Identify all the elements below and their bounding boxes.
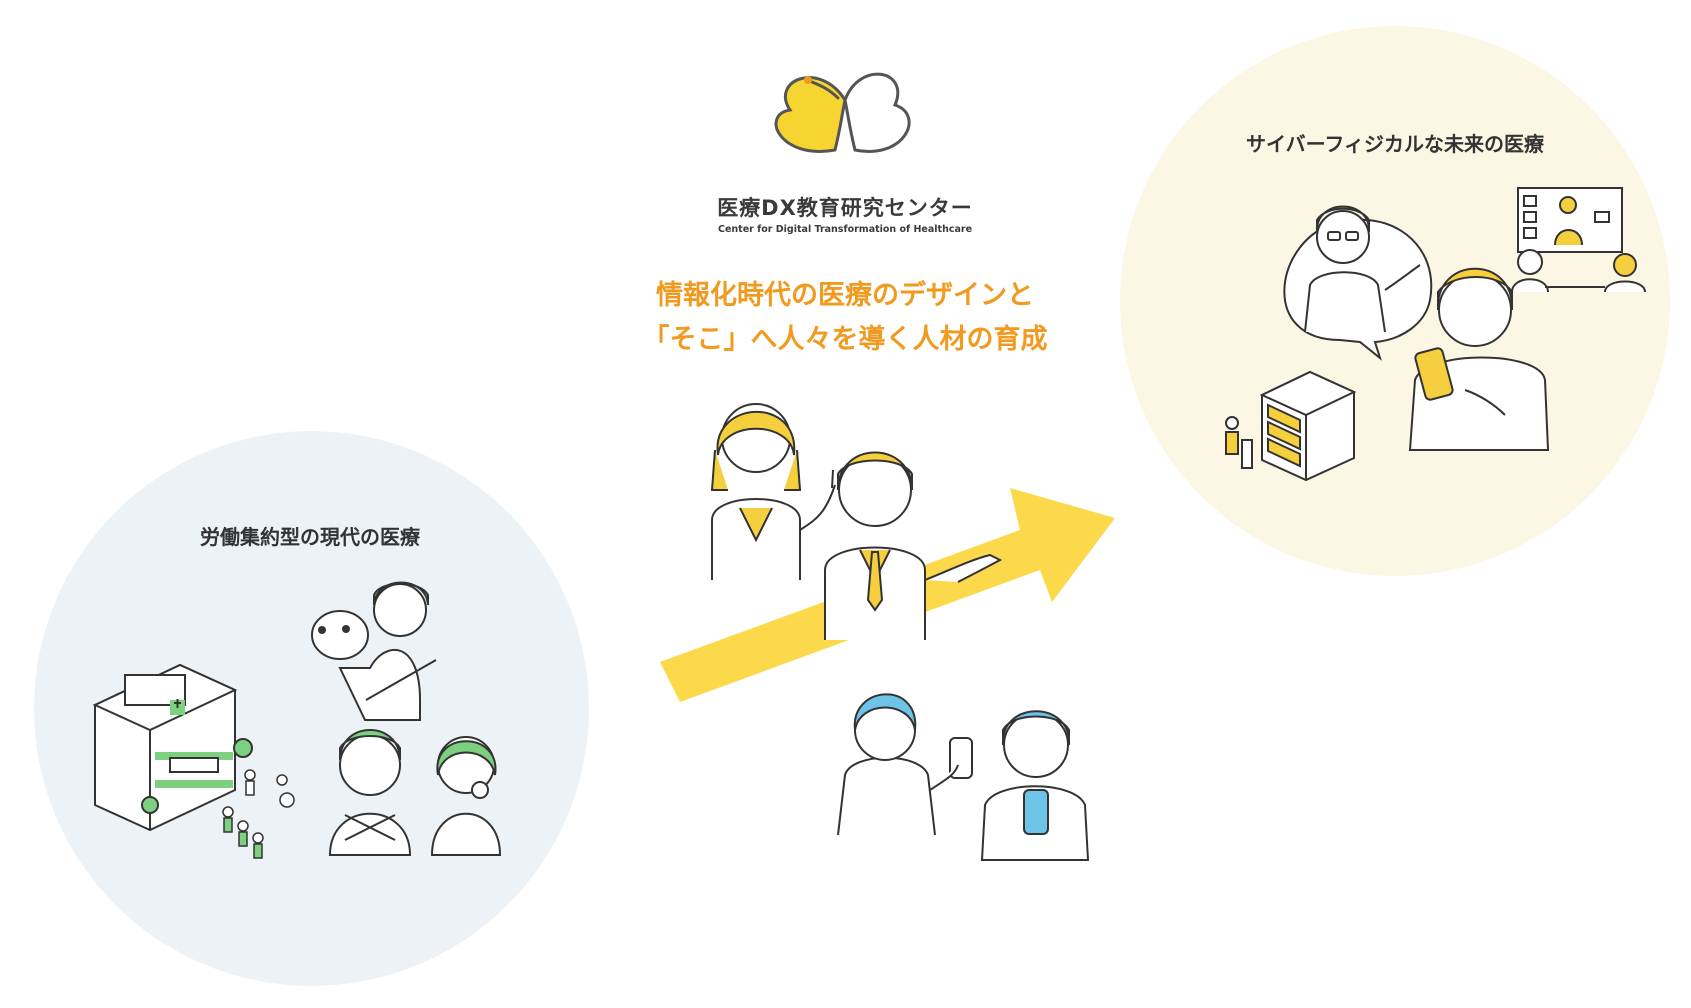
butterfly-logo-icon (774, 72, 911, 153)
logo-block: 医療DX教育研究センター Center for Digital Transfor… (715, 192, 975, 235)
hospital-building-icon (92, 663, 253, 832)
worried-man-icon (328, 729, 412, 856)
video-conference-icon (1511, 187, 1646, 293)
male-doctor-icon (824, 451, 1003, 640)
future-medicine-label: サイバーフィジカルな未来の医療 (1246, 132, 1544, 156)
remote-doctor-bubble-icon (1283, 205, 1433, 361)
logo-name: 医療DX教育研究センター (717, 196, 973, 220)
man-smartphone-icon (1408, 267, 1550, 451)
tagline-line-1: 情報化時代の医療のデザインと (656, 280, 1034, 311)
injured-patient-icon (311, 581, 437, 721)
young-man-phone-icon (980, 710, 1090, 861)
tagline: 情報化時代の医療のデザインと 「そこ」へ人々を導く人材の育成 (560, 274, 1130, 362)
logo-subtitle: Center for Digital Transformation of Hea… (717, 224, 973, 235)
tagline-line-2: 「そこ」へ人々を導く人材の育成 (642, 324, 1048, 355)
worried-woman-icon (430, 736, 502, 856)
present-medicine-label: 労働集約型の現代の医療 (200, 525, 420, 549)
server-rack-icon (1225, 370, 1357, 482)
young-woman-phone-icon (837, 693, 973, 836)
small-people-icon (222, 769, 295, 859)
female-doctor-icon (710, 403, 836, 580)
